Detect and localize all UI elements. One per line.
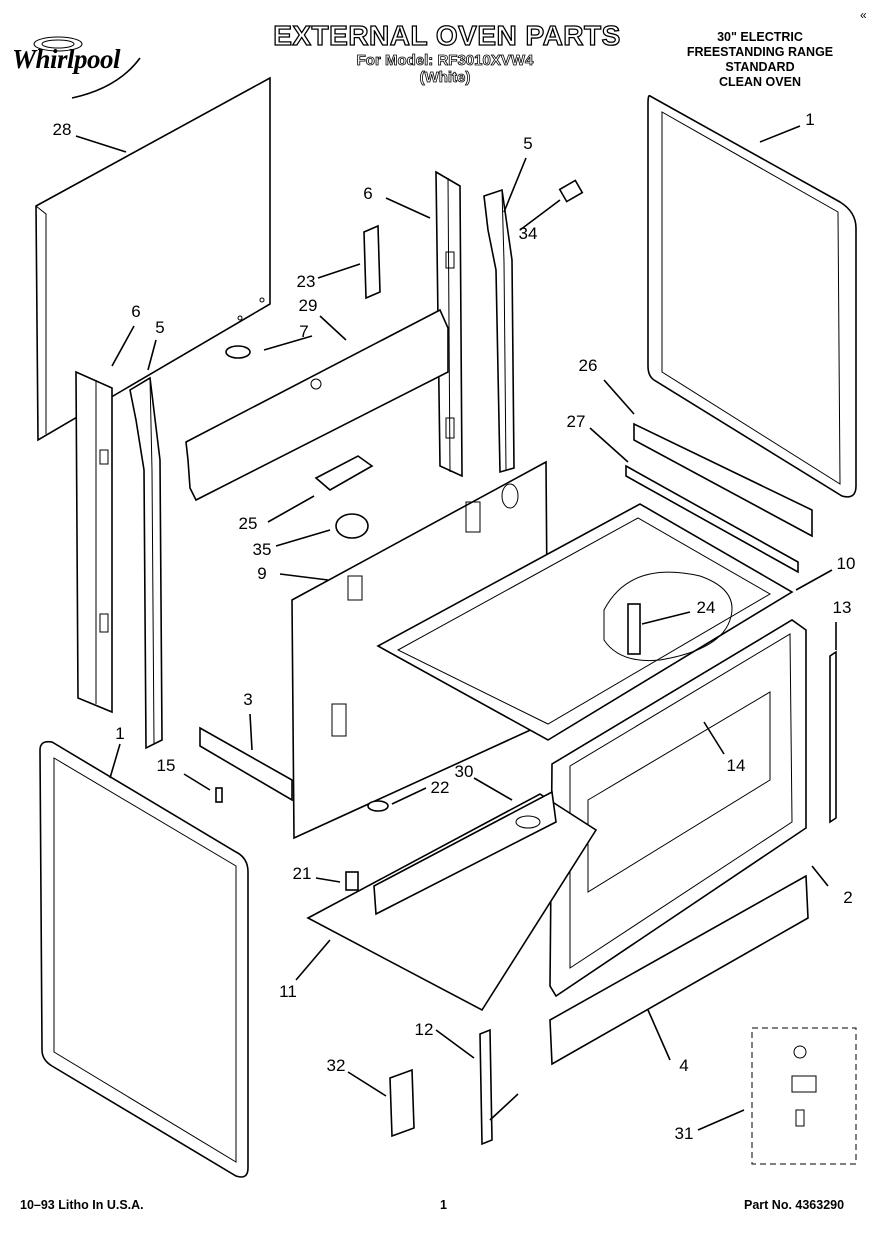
callout-12: 12 <box>414 1020 434 1039</box>
callout-5-left: 5 <box>155 318 165 337</box>
part-7-grommet <box>225 345 251 359</box>
callout-26: 26 <box>578 356 598 375</box>
callout-1-left: 1 <box>115 724 125 743</box>
part-10-oven-top <box>376 503 794 741</box>
callout-6-left: 6 <box>131 302 141 321</box>
part-31-hardware-box <box>751 1027 857 1165</box>
spec-line: 30" ELECTRIC <box>717 30 803 44</box>
part-28-rear-panel <box>35 76 271 442</box>
part-21-bolt <box>345 871 359 891</box>
part-5-bracket-left <box>129 376 163 750</box>
part-1-side-panel-right <box>647 94 857 498</box>
part-26-channel <box>633 422 813 538</box>
part-29-frame <box>185 308 449 502</box>
part-2-front-frame <box>549 619 807 998</box>
part-30-rail <box>373 790 557 916</box>
callout-4: 4 <box>679 1056 689 1075</box>
part-23-strip <box>363 224 381 300</box>
part-3-bracket <box>199 726 293 802</box>
part-4-kick-rail <box>549 874 809 1066</box>
callout-13: 13 <box>832 598 852 617</box>
callout-34: 34 <box>518 224 538 243</box>
corner-mark: « <box>860 8 867 22</box>
callout-14: 14 <box>726 756 746 775</box>
callout-27: 27 <box>566 412 586 431</box>
whirlpool-logo-ring <box>33 36 141 99</box>
part-22-clip <box>367 800 389 812</box>
callout-1-right: 1 <box>805 110 815 129</box>
part-1-side-panel-left <box>39 740 249 1178</box>
callout-31: 31 <box>674 1124 694 1143</box>
callout-29: 29 <box>298 296 318 315</box>
spec-block: 30" ELECTRIC FREESTANDING RANGE STANDARD… <box>660 30 860 90</box>
footer-part-number: Part No. 4363290 <box>744 1198 845 1212</box>
spec-line: FREESTANDING RANGE <box>686 45 834 59</box>
part-15-screw <box>215 787 223 803</box>
callout-5-right: 5 <box>523 134 533 153</box>
brand-logo: Whirlpool <box>12 44 121 74</box>
callout-28: 28 <box>52 120 72 139</box>
callout-32: 32 <box>326 1056 346 1075</box>
model-subtitle: For Model: RF3010XVW4 (White) <box>330 52 560 87</box>
part-11-bottom-panel <box>306 793 598 1012</box>
part-27-strip <box>625 464 799 574</box>
spec-line: STANDARD <box>725 60 795 74</box>
callout-2: 2 <box>843 888 853 907</box>
callout-22: 22 <box>430 778 450 797</box>
page-title: EXTERNAL OVEN PARTS <box>273 19 621 51</box>
part-13-trim <box>829 650 837 824</box>
callout-6-right: 6 <box>363 184 373 203</box>
part-34-stud <box>558 179 584 203</box>
part-5-bracket-right <box>483 188 515 474</box>
footer-litho: 10–93 Litho In U.S.A. <box>20 1198 144 1212</box>
callout-35: 35 <box>252 540 272 559</box>
part-12-hinge-bracket <box>479 1028 519 1146</box>
callout-21: 21 <box>292 864 312 883</box>
part-24-element <box>603 571 733 662</box>
callout-24: 24 <box>696 598 716 617</box>
model-line: For Model: RF3010XVW4 <box>356 52 534 70</box>
leader-lines <box>75 125 837 1131</box>
callout-3: 3 <box>243 690 253 709</box>
callout-10: 10 <box>836 554 856 573</box>
callout-9: 9 <box>257 564 267 583</box>
part-32-bracket <box>389 1068 415 1138</box>
footer-page-number: 1 <box>440 1198 447 1212</box>
callout-30: 30 <box>454 762 474 781</box>
color-line: (White) <box>419 69 471 87</box>
callout-11: 11 <box>279 982 297 1001</box>
part-35-switch <box>335 513 369 539</box>
callout-15: 15 <box>156 756 176 775</box>
callout-7: 7 <box>299 322 309 341</box>
spec-line: CLEAN OVEN <box>719 75 801 89</box>
callout-23: 23 <box>296 272 316 291</box>
callout-25: 25 <box>238 514 258 533</box>
part-6-channel-left <box>75 370 113 714</box>
part-25-terminal-block <box>314 455 374 491</box>
